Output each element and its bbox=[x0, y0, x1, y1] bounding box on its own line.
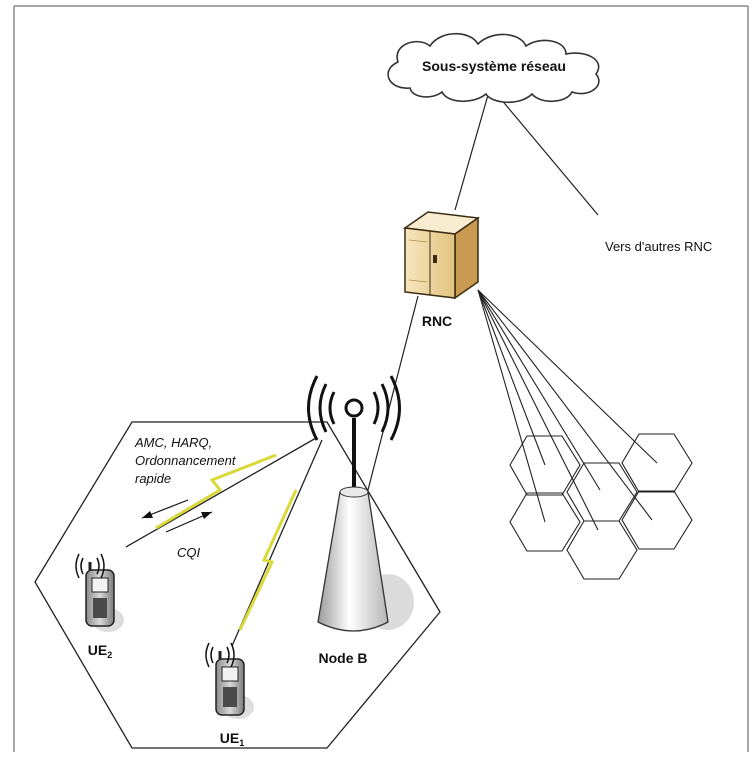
downlink-label-line-1: AMC, HARQ, bbox=[134, 435, 212, 450]
downlink-label-line-2: Ordonnancement bbox=[135, 453, 237, 468]
ue1-label: UE1 bbox=[220, 730, 244, 748]
link-rnc-nodeb bbox=[367, 295, 419, 491]
node-b-tower-icon bbox=[317, 398, 414, 632]
cell-hex-5 bbox=[621, 490, 693, 550]
node-b-radio-waves-icon bbox=[307, 375, 401, 441]
cell-hex-1 bbox=[509, 435, 581, 496]
cell-hex-4 bbox=[509, 492, 581, 552]
rnc-label: RNC bbox=[422, 313, 452, 329]
rnc-server-icon bbox=[402, 211, 481, 300]
radio-link-ue1 bbox=[231, 439, 323, 647]
cell-cluster bbox=[509, 433, 693, 580]
downlink-label: AMC, HARQ, Ordonnancement rapide bbox=[134, 435, 237, 486]
other-rnc-label: Vers d'autres RNC bbox=[605, 239, 712, 254]
node-b-cell-hexagon bbox=[34, 421, 441, 749]
uplink-label: CQI bbox=[177, 545, 201, 560]
cloud-label: Sous-système réseau bbox=[422, 58, 566, 74]
uplink-arrow bbox=[165, 511, 213, 533]
ue2-phone-icon bbox=[75, 553, 124, 632]
network-subsystem-cloud: Sous-système réseau bbox=[387, 33, 600, 104]
figure-border bbox=[13, 5, 749, 752]
rnc-cell-links bbox=[477, 289, 658, 531]
downlink-label-line-3: rapide bbox=[135, 471, 171, 486]
link-cloud-other-rnc bbox=[499, 97, 599, 216]
downlink-arrow bbox=[141, 499, 189, 519]
ue2-label: UE2 bbox=[88, 642, 112, 660]
node-b-label: Node B bbox=[319, 650, 368, 666]
ue1-phone-icon bbox=[205, 642, 254, 719]
radio-link-ue2 bbox=[125, 437, 317, 548]
link-cloud-rnc bbox=[454, 87, 491, 211]
cell-hex-6 bbox=[566, 520, 638, 580]
